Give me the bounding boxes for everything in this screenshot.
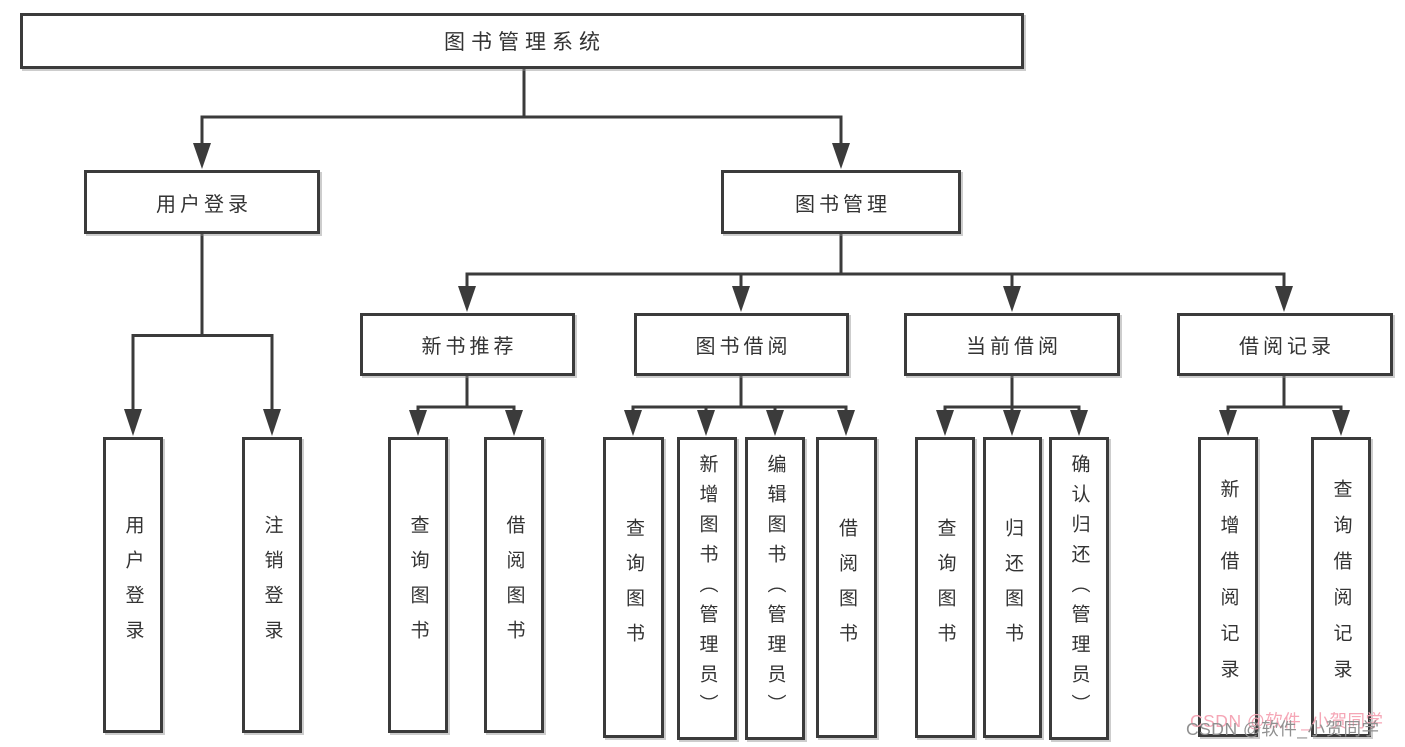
node-borrow-record: 借阅记录 <box>1177 313 1393 376</box>
leaf-return-book-label: 归还图书 <box>1002 517 1023 658</box>
edge-root-to-level2 <box>193 69 850 169</box>
node-current-borrow: 当前借阅 <box>904 313 1120 376</box>
edge-user-login-to-leaves <box>124 234 281 436</box>
node-root: 图书管理系统 <box>20 13 1024 69</box>
leaf-add-borrow-record-label: 新增借阅记录 <box>1217 479 1239 695</box>
edge-new-book-rec-to-leaves <box>409 376 523 436</box>
leaf-confirm-return-admin-label: 确认归还（管理员） <box>1068 453 1090 724</box>
edge-book-borrow-to-leaves <box>624 376 855 436</box>
leaf-borrow-book-1: 借阅图书 <box>484 437 544 733</box>
leaf-return-book: 归还图书 <box>983 437 1042 738</box>
node-current-borrow-label: 当前借阅 <box>966 336 1062 358</box>
node-book-mgmt: 图书管理 <box>721 170 961 234</box>
node-new-book-rec-label: 新书推荐 <box>421 336 518 358</box>
leaf-edit-book-admin-label: 编辑图书（管理员） <box>764 453 786 724</box>
leaf-query-book-3: 查询图书 <box>915 437 975 738</box>
leaf-query-book-1: 查询图书 <box>388 437 448 733</box>
node-new-book-rec: 新书推荐 <box>360 313 575 376</box>
leaf-query-borrow-record-label: 查询借阅记录 <box>1330 479 1352 695</box>
leaf-logout-label: 注销登录 <box>261 515 283 655</box>
leaf-add-book-admin: 新增图书（管理员） <box>677 437 737 740</box>
leaf-query-borrow-record: 查询借阅记录 <box>1311 437 1371 737</box>
leaf-user-login: 用户登录 <box>103 437 163 733</box>
leaf-borrow-book-2-label: 借阅图书 <box>836 517 857 658</box>
watermark-text: CSDN @软件_小贺同学 <box>1186 719 1380 739</box>
leaf-query-book-2-label: 查询图书 <box>623 517 644 658</box>
leaf-edit-book-admin: 编辑图书（管理员） <box>745 437 805 740</box>
leaf-borrow-book-1-label: 借阅图书 <box>503 515 525 655</box>
node-book-borrow-label: 图书借阅 <box>695 336 792 358</box>
leaf-add-book-admin-label: 新增图书（管理员） <box>696 453 718 724</box>
leaf-query-book-3-label: 查询图书 <box>934 517 956 658</box>
node-user-login-label: 用户登录 <box>156 193 252 216</box>
edge-book-mgmt-to-level3 <box>458 234 1293 312</box>
leaf-logout: 注销登录 <box>242 437 302 733</box>
node-book-mgmt-label: 图书管理 <box>795 193 891 216</box>
node-book-borrow: 图书借阅 <box>634 313 849 376</box>
leaf-query-book-2: 查询图书 <box>603 437 664 738</box>
leaf-borrow-book-2: 借阅图书 <box>816 437 877 738</box>
leaf-add-borrow-record: 新增借阅记录 <box>1198 437 1258 737</box>
edge-current-borrow-to-leaves <box>936 376 1088 436</box>
node-borrow-record-label: 借阅记录 <box>1239 336 1335 358</box>
leaf-confirm-return-admin: 确认归还（管理员） <box>1049 437 1109 740</box>
leaf-query-book-1-label: 查询图书 <box>407 515 429 655</box>
node-user-login: 用户登录 <box>84 170 320 234</box>
edge-borrow-record-to-leaves <box>1219 376 1350 436</box>
node-root-label: 图书管理系统 <box>444 31 606 54</box>
leaf-user-login-label: 用户登录 <box>122 515 144 655</box>
